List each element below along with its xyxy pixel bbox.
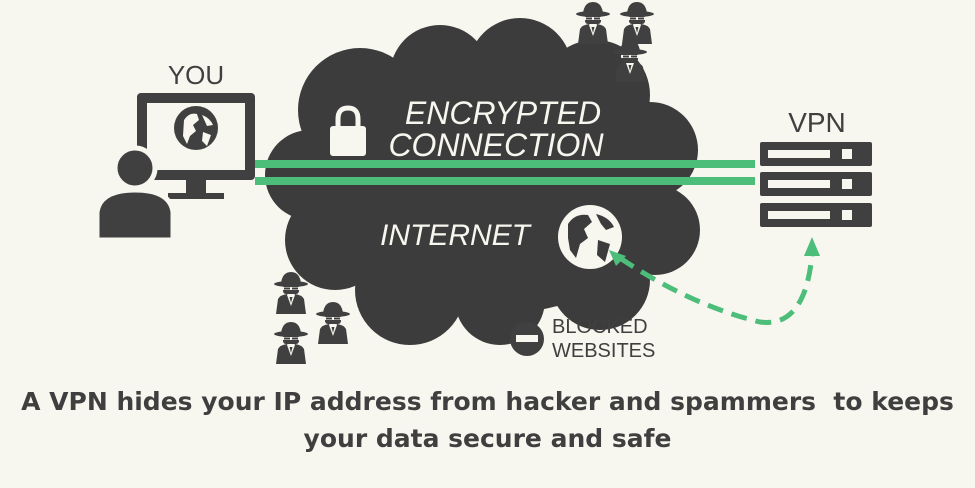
- internet-cloud: [265, 18, 700, 345]
- server-icon: [760, 142, 872, 227]
- hacker-icon: [620, 2, 654, 44]
- hacker-icon: [316, 302, 350, 344]
- globe-icon: [558, 205, 622, 269]
- hacker-icon: [576, 2, 610, 44]
- you-label: YOU: [168, 60, 224, 90]
- lock-icon: [330, 105, 366, 156]
- vpn-label: VPN: [788, 107, 846, 138]
- encrypted-label-line1: ENCRYPTED: [405, 95, 601, 131]
- caption-line2: your data secure and safe: [303, 424, 672, 453]
- internet-label: INTERNET: [380, 219, 533, 252]
- hacker-icon: [274, 322, 308, 364]
- blocked-icon: [510, 322, 544, 356]
- user-icon: [94, 145, 176, 243]
- caption-line1: A VPN hides your IP address from hacker …: [21, 387, 954, 416]
- you-globe-icon: [174, 106, 218, 150]
- encrypted-label-line2: CONNECTION: [388, 127, 604, 163]
- blocked-label-line2: WEBSITES: [552, 340, 655, 362]
- encrypted-tunnel-lines: [255, 160, 755, 185]
- blocked-label-line1: BLOCKED: [552, 316, 648, 338]
- dashed-arrow-icon: [609, 237, 820, 325]
